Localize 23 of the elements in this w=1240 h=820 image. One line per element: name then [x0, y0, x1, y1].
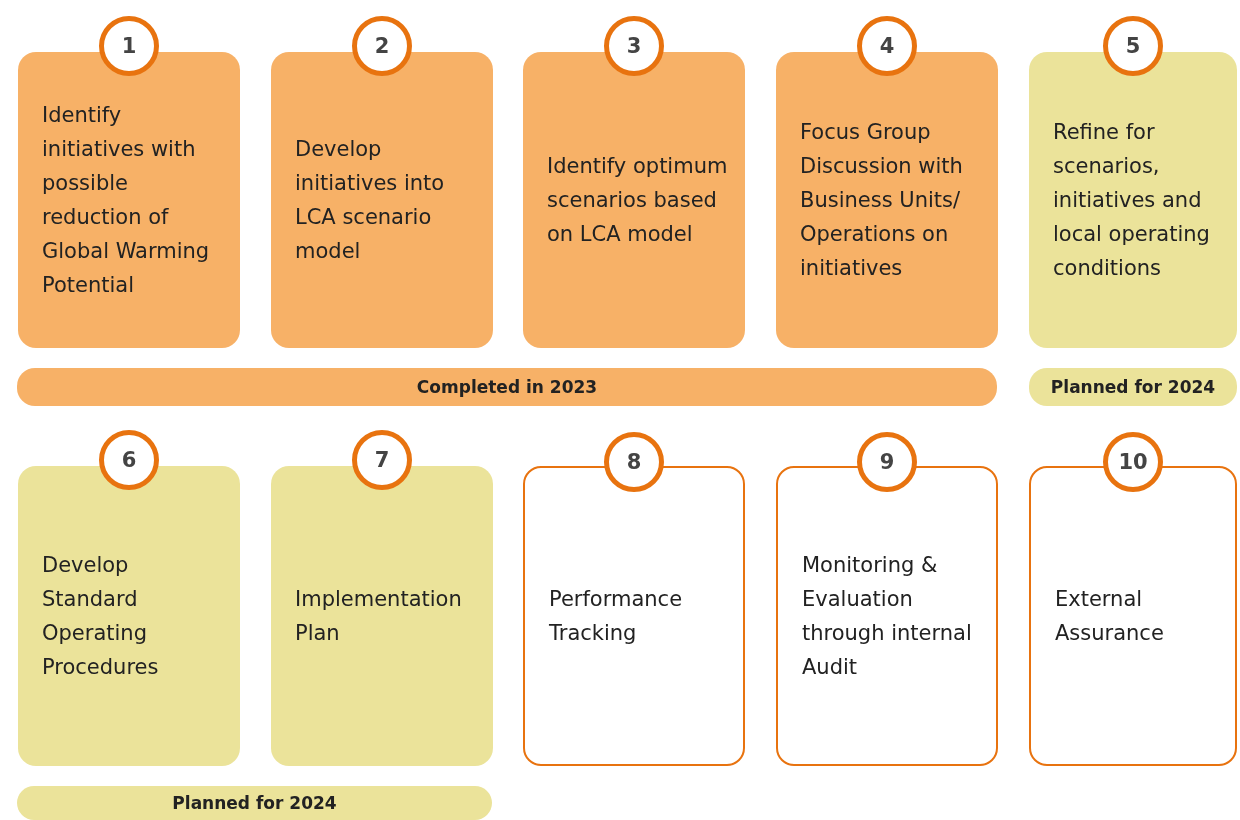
step-text: Performance Tracking [549, 586, 684, 647]
step-text: Implementation Plan [295, 586, 463, 647]
step-number: 2 [352, 16, 412, 76]
step-text: Identify initiatives with possible reduction of Global Warming Potential [42, 102, 211, 299]
step-number: 5 [1103, 16, 1163, 76]
step-text: Develop Standard Operating Procedures [42, 552, 160, 681]
step-number: 3 [604, 16, 664, 76]
status-bar: Planned for 2024 [1029, 368, 1237, 406]
step-number: 6 [99, 430, 159, 490]
step-text: Focus Group Discussion with Business Units/ Operations on initiatives [800, 119, 964, 282]
step-number: 7 [352, 430, 412, 490]
step-number: 4 [857, 16, 917, 76]
step-number: 10 [1103, 432, 1163, 492]
status-bar: Planned for 2024 [17, 786, 492, 820]
step-text: Refine for scenarios, initiatives and local operating conditions [1053, 119, 1211, 282]
step-number: 8 [604, 432, 664, 492]
step-number: 9 [857, 432, 917, 492]
status-bar: Completed in 2023 [17, 368, 997, 406]
step-text: Identify optimum scenarios based on LCA model [547, 153, 729, 248]
step-text: External Assurance [1055, 586, 1165, 647]
step-number: 1 [99, 16, 159, 76]
step-text: Monitoring & Evaluation through internal Audit [802, 552, 973, 681]
step-text: Develop initiatives into LCA scenario model [295, 136, 446, 265]
